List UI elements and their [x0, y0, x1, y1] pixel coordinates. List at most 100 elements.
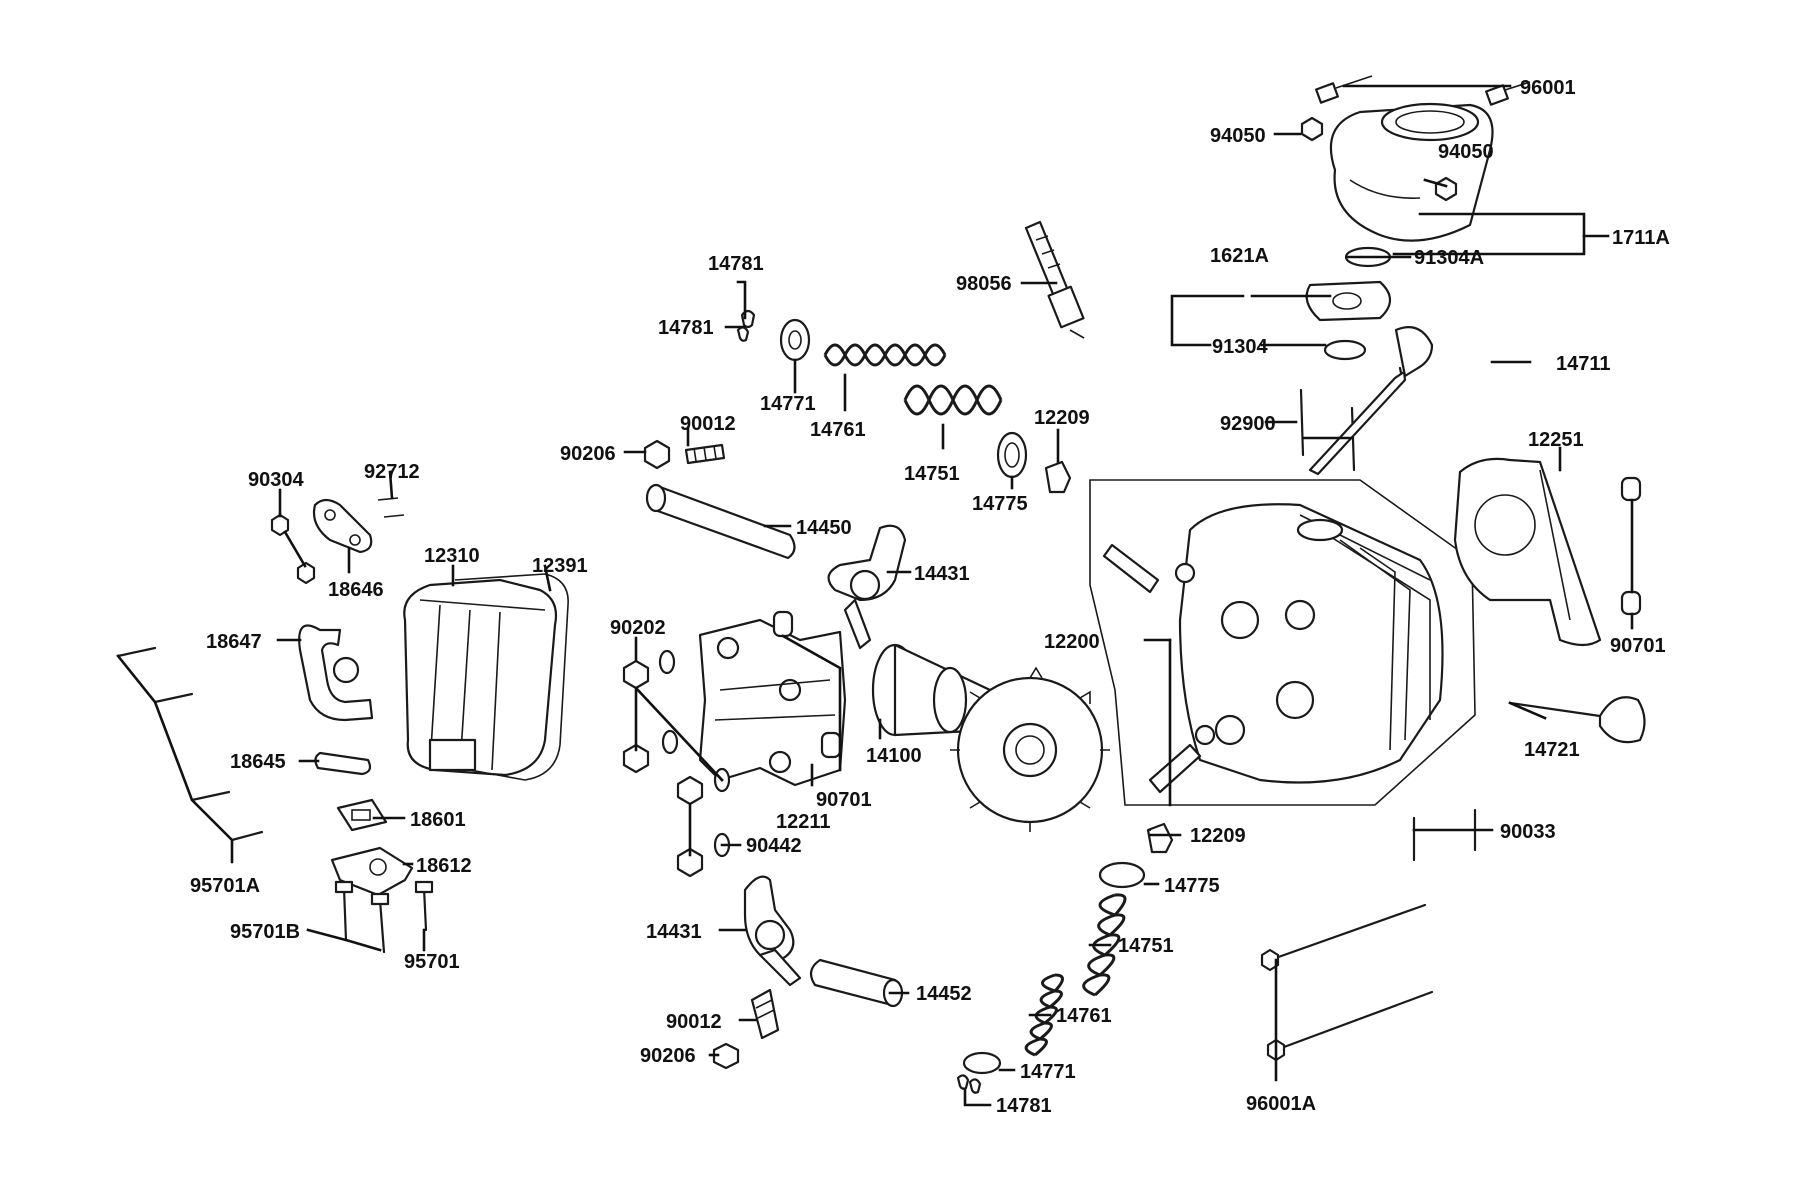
long-bolts-96001A [1260, 903, 1434, 1062]
spark-plug [1024, 220, 1085, 339]
label-18646: 18646 [328, 579, 384, 601]
spring-seat-lower [1098, 861, 1146, 889]
label-14711: 14711 [1556, 353, 1611, 375]
label-1711A: 1711A [1612, 227, 1670, 249]
label-12310: 12310 [424, 545, 480, 567]
adjusting-nut-lower [712, 1042, 740, 1070]
label-14100: 14100 [866, 745, 922, 767]
bolt-95701 [414, 880, 434, 932]
studs-90033 [1412, 808, 1477, 862]
plate-18601 [336, 798, 388, 832]
label-98056: 98056 [956, 273, 1012, 295]
label-90701-right: 90701 [1610, 635, 1666, 657]
label-90012-lower: 90012 [666, 1011, 722, 1033]
label-90304: 90304 [248, 469, 304, 491]
rocker-arm-holder [698, 618, 847, 787]
rocker-arm-shaft-lower [809, 958, 904, 1008]
spring-retainer-lower [962, 1051, 1002, 1075]
label-90012-upper: 90012 [680, 413, 736, 435]
manifold-bolt-left [1315, 75, 1373, 104]
label-14452: 14452 [916, 983, 972, 1005]
label-12211: 12211 [776, 811, 831, 833]
label-14771-upper: 14771 [760, 393, 816, 415]
label-90202: 90202 [610, 617, 666, 639]
rocker-arm-shaft-upper [645, 483, 796, 560]
label-12209-lower: 12209 [1190, 825, 1246, 847]
pin-92712 [377, 497, 405, 518]
cylinder-head-cover [403, 578, 558, 777]
spring-seat-upper [996, 431, 1028, 479]
screw-90304 [270, 513, 316, 585]
cover-gasket [454, 573, 569, 781]
label-14751-lower: 14751 [1118, 935, 1174, 957]
label-14431-upper: 14431 [914, 563, 970, 585]
label-94050-left: 94050 [1210, 125, 1266, 147]
head-gasket [1453, 457, 1602, 647]
spring-retainer-upper [779, 318, 811, 362]
valve-stem-seal-lower [1146, 822, 1174, 854]
gasket-18645 [314, 751, 372, 776]
valve-guide-lower [1148, 724, 1216, 794]
adjusting-nut-upper [643, 439, 671, 470]
label-1621A: 1621A [1210, 245, 1269, 267]
label-18612: 18612 [416, 855, 472, 877]
label-90442: 90442 [746, 835, 802, 857]
label-18647: 18647 [206, 631, 262, 653]
intake-valve [1508, 696, 1646, 744]
label-12200: 12200 [1044, 631, 1100, 653]
label-95701B: 95701B [230, 921, 300, 943]
intake-gasket-1621A [1305, 280, 1392, 322]
label-12391: 12391 [532, 555, 588, 577]
cam-sprocket [950, 666, 1110, 832]
valve-cotter-lower [956, 1074, 982, 1094]
label-90206-upper: 90206 [560, 443, 616, 465]
label-94050-right: 94050 [1438, 141, 1494, 163]
manifold-bolt-right [1485, 81, 1531, 106]
label-12209-upper: 12209 [1034, 407, 1090, 429]
label-95701A: 95701A [190, 875, 260, 897]
label-14751-upper: 14751 [904, 463, 960, 485]
label-18645: 18645 [230, 751, 286, 773]
camshaft [871, 643, 992, 737]
label-18601: 18601 [410, 809, 466, 831]
label-90206-lower: 90206 [640, 1045, 696, 1067]
valve-guide-upper [1102, 543, 1196, 594]
label-90701-center: 90701 [816, 789, 872, 811]
label-92900: 92900 [1220, 413, 1276, 435]
adjusting-screw-upper [684, 443, 726, 465]
label-92712: 92712 [364, 461, 420, 483]
dowel-pin-lower [820, 731, 842, 759]
adjusting-screw-lower [750, 988, 780, 1040]
label-12251: 12251 [1528, 429, 1584, 451]
label-14450: 14450 [796, 517, 852, 539]
rocker-arm-lower [743, 875, 802, 987]
label-14721: 14721 [1524, 739, 1580, 761]
label-96001A: 96001A [1246, 1093, 1316, 1115]
label-14761-upper: 14761 [810, 419, 866, 441]
label-14771-lower: 14771 [1020, 1061, 1076, 1083]
valve-stem-seal-upper [1044, 460, 1072, 494]
bolts-95701A [116, 646, 264, 842]
label-14781-top: 14781 [708, 253, 764, 275]
outer-valve-spring-upper [903, 384, 1003, 416]
label-14781-lower: 14781 [996, 1095, 1052, 1117]
label-91304A: 91304A [1414, 247, 1484, 269]
exhaust-valve [1308, 326, 1434, 476]
label-96001: 96001 [1520, 77, 1576, 99]
dowel-pin-upper [772, 610, 794, 638]
breather-plate [312, 498, 373, 554]
label-14775-lower: 14775 [1164, 875, 1220, 897]
label-14781-left: 14781 [658, 317, 714, 339]
rocker-arm-upper [827, 524, 907, 650]
label-14775-upper: 14775 [972, 493, 1028, 515]
o-ring-91304 [1323, 339, 1367, 361]
manifold-nut-left [1300, 116, 1324, 142]
manifold-nut-right [1434, 176, 1458, 202]
label-14431-lower: 14431 [646, 921, 702, 943]
cylinder-head [1089, 479, 1476, 806]
inner-valve-spring-upper [823, 343, 947, 367]
part-labels: 96001 94050 94050 1711A 91304A 1621A 913… [190, 77, 1670, 1117]
label-91304: 91304 [1212, 336, 1268, 358]
intake-manifold [1329, 102, 1494, 242]
